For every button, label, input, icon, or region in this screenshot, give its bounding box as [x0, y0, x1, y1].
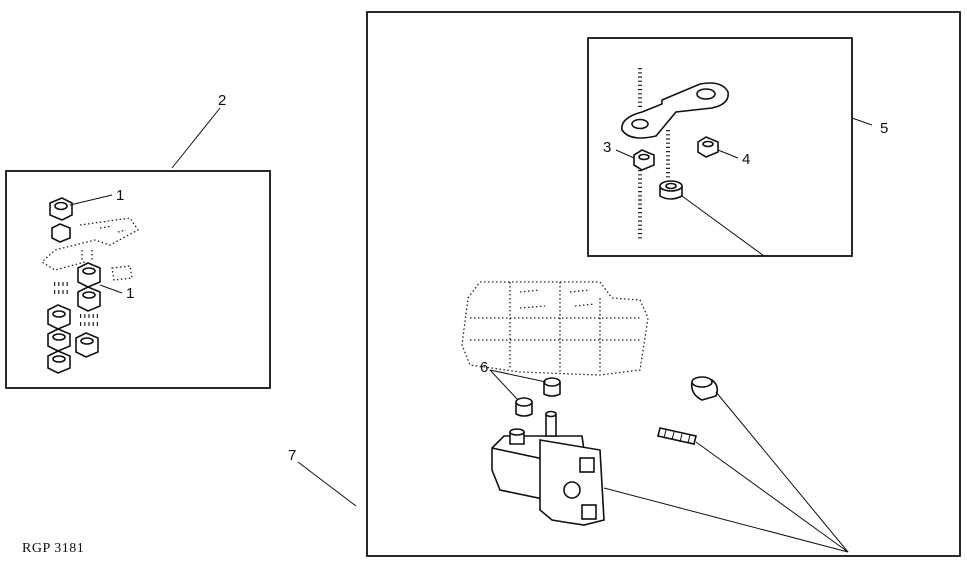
callout-3: 3: [603, 139, 611, 156]
callout-1-top: 1: [116, 187, 124, 204]
panel-7-solenoid-kit: [366, 11, 961, 557]
hex-nut-3: [47, 304, 71, 330]
nut-item-3: [633, 149, 655, 171]
spacer-bushing: [659, 180, 683, 200]
hex-nut-6: [77, 262, 101, 288]
figure-code: RGP 3181: [22, 541, 84, 556]
panel-5-terminal-kit: [587, 37, 873, 257]
hex-nut-8: [75, 332, 99, 358]
hex-nut-4: [47, 328, 71, 352]
callout-2: 2: [218, 92, 226, 109]
hex-nut-7: [77, 286, 101, 312]
callout-6: 6: [480, 359, 488, 376]
hex-nut-1: [49, 197, 73, 221]
callout-7: 7: [288, 447, 296, 464]
ghost-housing: [461, 281, 649, 376]
nut-item-4: [697, 136, 719, 158]
leader-7: [297, 461, 357, 507]
panel-2-nut-kit: [5, 107, 271, 389]
callout-5: 5: [880, 120, 888, 137]
callout-4: 4: [742, 151, 750, 168]
rubber-cap: [690, 376, 719, 401]
hex-nut-5: [47, 350, 71, 374]
hex-nut-2: [51, 223, 71, 243]
terminal-screw: [657, 427, 697, 445]
terminal-strap: [621, 82, 729, 139]
washer-item-6a: [543, 377, 561, 397]
solenoid-assembly: [491, 410, 605, 526]
callout-1-bottom: 1: [126, 285, 134, 302]
ghost-nut-a: [54, 282, 70, 294]
ghost-nut-c: [80, 314, 98, 326]
ghost-bolt-b: [81, 250, 93, 262]
washer-item-6b: [515, 397, 533, 417]
